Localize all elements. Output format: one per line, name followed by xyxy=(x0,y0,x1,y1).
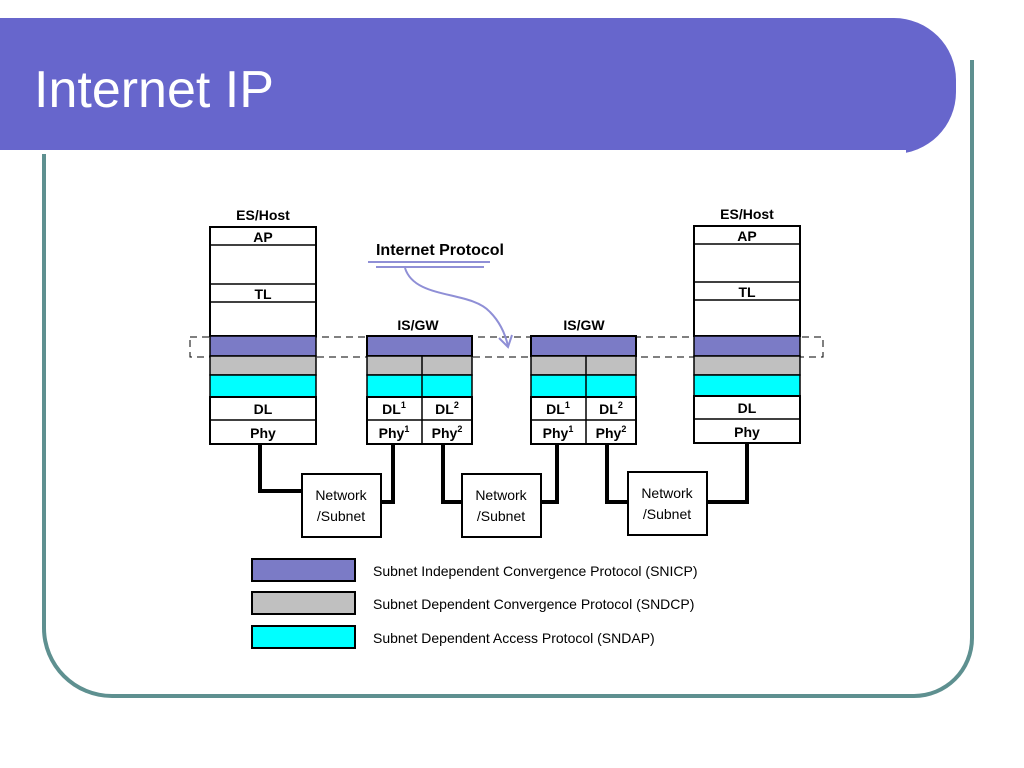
svg-text:Phy2: Phy2 xyxy=(432,424,463,441)
title-underline xyxy=(0,150,906,154)
legend-swatch-snicp xyxy=(251,558,356,582)
network-subnet-1: Network /Subnet xyxy=(301,473,382,538)
svg-text:Network: Network xyxy=(315,487,367,503)
internet-protocol-label: Internet Protocol xyxy=(376,242,504,259)
slide-title: Internet IP xyxy=(34,61,274,119)
legend-swatch-sndcp xyxy=(251,591,356,615)
legend: Subnet Independent Convergence Protocol … xyxy=(251,558,698,649)
left-host-phy: Phy xyxy=(250,425,276,441)
left-host-dl: DL xyxy=(254,401,273,417)
svg-text:DL1: DL1 xyxy=(382,400,406,417)
legend-swatch-sndap xyxy=(251,625,356,649)
left-host-sndap xyxy=(209,374,317,398)
right-host-stack: ES/Host AP TL DL Phy xyxy=(693,206,801,444)
gateway-2-snicp xyxy=(530,335,637,357)
right-host-snicp xyxy=(693,335,801,357)
network-subnet-3: Network /Subnet xyxy=(627,471,708,536)
svg-text:/Subnet: /Subnet xyxy=(477,508,525,524)
right-host-phy: Phy xyxy=(734,424,760,440)
svg-text:Network: Network xyxy=(475,487,527,503)
gateway-2-phy-1: Phy xyxy=(543,425,569,441)
network-subnet-2: Network /Subnet xyxy=(461,473,542,538)
left-host-tl: TL xyxy=(254,286,272,302)
svg-text:/Subnet: /Subnet xyxy=(643,506,691,522)
left-host-stack: ES/Host AP TL DL Phy xyxy=(209,207,317,445)
gateway-2-dl-1: DL xyxy=(546,401,565,417)
svg-text:Phy2: Phy2 xyxy=(596,424,627,441)
gateway-2-dl-2: DL xyxy=(599,401,618,417)
gateway-1-phy-2: Phy xyxy=(432,425,458,441)
gateway-1-phy-1: Phy xyxy=(379,425,405,441)
right-host-heading: ES/Host xyxy=(720,206,774,222)
legend-label-sndcp: Subnet Dependent Convergence Protocol (S… xyxy=(373,596,694,612)
annotation-arrow xyxy=(404,267,509,347)
gateway-1-dl-2: DL xyxy=(435,401,454,417)
svg-text:/Subnet: /Subnet xyxy=(317,508,365,524)
gateway-1-heading: IS/GW xyxy=(397,317,439,333)
gateway-2-stack: IS/GW DL1 DL2 Phy1 Phy2 xyxy=(530,317,637,445)
slide-frame xyxy=(42,60,974,698)
svg-text:DL2: DL2 xyxy=(435,400,459,417)
svg-text:Phy1: Phy1 xyxy=(543,424,574,441)
legend-label-snicp: Subnet Independent Convergence Protocol … xyxy=(373,563,698,579)
left-host-sndcp xyxy=(209,355,317,376)
gateway-1-snicp xyxy=(366,335,473,357)
title-bar: Internet IP xyxy=(0,18,956,154)
gateway-2-heading: IS/GW xyxy=(563,317,605,333)
legend-label-sndap: Subnet Dependent Access Protocol (SNDAP) xyxy=(373,630,655,646)
snicp-dashed-band xyxy=(189,336,824,358)
left-host-snicp xyxy=(209,335,317,357)
svg-text:DL2: DL2 xyxy=(599,400,623,417)
gateway-2-phy-2: Phy xyxy=(596,425,622,441)
internet-protocol-annotation: Internet Protocol xyxy=(368,242,513,349)
left-host-ap: AP xyxy=(253,229,272,245)
left-host-heading: ES/Host xyxy=(236,207,290,223)
svg-text:Network: Network xyxy=(641,485,693,501)
right-host-dl: DL xyxy=(738,400,757,416)
svg-text:DL1: DL1 xyxy=(546,400,570,417)
gateway-1-stack: IS/GW DL1 DL2 Phy1 Phy2 xyxy=(366,317,473,445)
right-host-tl: TL xyxy=(738,284,756,300)
connection-wires xyxy=(258,443,749,504)
svg-text:Phy1: Phy1 xyxy=(379,424,410,441)
gateway-1-dl-1: DL xyxy=(382,401,401,417)
right-host-ap: AP xyxy=(737,228,756,244)
